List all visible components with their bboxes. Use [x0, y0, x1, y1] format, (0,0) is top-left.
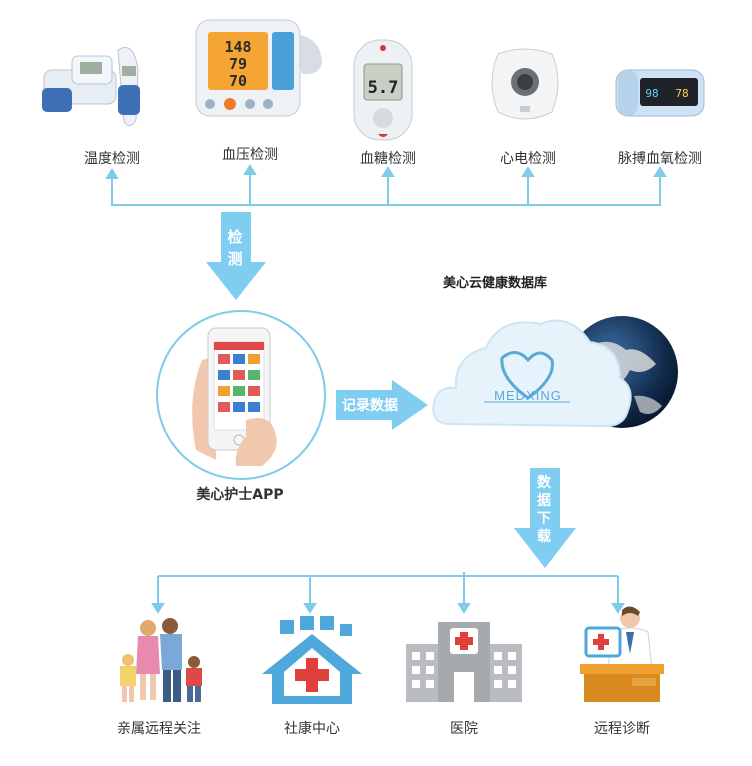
- cloud-logo-text: MEDXING: [494, 388, 562, 403]
- target-label-hospital: 医院: [450, 721, 478, 737]
- pulse-oximeter-icon: 98 78: [615, 69, 705, 117]
- bp-diastolic-text: 79: [229, 55, 247, 73]
- download-arrow: [514, 468, 576, 568]
- device-label-temperature: 温度检测: [84, 151, 140, 167]
- bp-systolic-text: 148: [224, 38, 251, 56]
- device-blood-pressure: 148 79 70: [192, 14, 326, 124]
- hospital-icon: [406, 622, 522, 702]
- device-glucose: 5.7: [348, 36, 418, 146]
- device-label-glucose: 血糖检测: [360, 151, 416, 167]
- bp-pulse-text: 70: [229, 72, 247, 90]
- device-ecg: [484, 42, 566, 132]
- device-oximeter: 98 78: [614, 66, 706, 120]
- target-label-family: 亲属远程关注: [117, 721, 201, 737]
- spo2-text: 98: [645, 87, 658, 100]
- blood-pressure-monitor-icon: 148 79 70: [195, 19, 322, 117]
- download-arrow-label: 数据下载: [537, 475, 551, 545]
- family-icon: [120, 618, 202, 702]
- community-health-center-icon: [262, 616, 362, 704]
- target-label-remote-diagnosis: 远程诊断: [594, 721, 650, 737]
- cloud-database-icon: MEDXING: [432, 316, 678, 428]
- phone-in-hand-icon: [192, 327, 277, 466]
- app-label: 美心护士APP: [196, 487, 284, 503]
- device-label-ecg: 心电检测: [500, 151, 556, 167]
- device-label-oximeter: 脉搏血氧检测: [618, 151, 702, 167]
- ecg-device-icon: [491, 48, 559, 120]
- device-thermometer: [38, 30, 158, 140]
- glucose-meter-icon: 5.7: [353, 39, 413, 141]
- target-label-community: 社康中心: [284, 721, 340, 737]
- pulse-rate-text: 78: [675, 87, 688, 100]
- glucose-reading-text: 5.7: [368, 78, 399, 98]
- detect-arrow: [206, 212, 266, 300]
- detect-arrow-label: 检测: [227, 228, 243, 268]
- record-arrow: [336, 380, 428, 430]
- record-arrow-label: 记录数据: [342, 398, 398, 414]
- thermometer-icon: [42, 47, 140, 126]
- device-label-blood-pressure: 血压检测: [222, 147, 278, 163]
- cloud-title: 美心云健康数据库: [442, 276, 547, 291]
- doctor-desk-icon: [580, 606, 664, 702]
